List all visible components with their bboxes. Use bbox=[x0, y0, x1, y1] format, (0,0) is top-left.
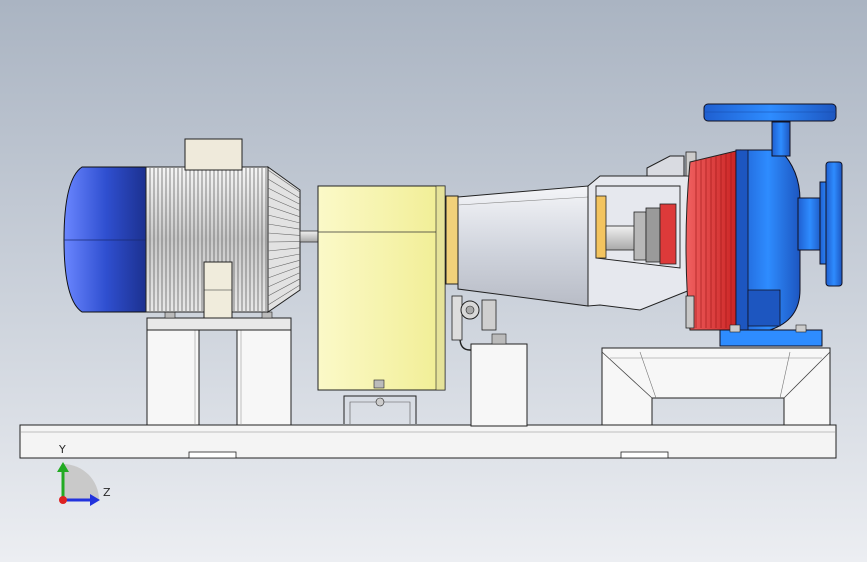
seal-chamber[interactable] bbox=[685, 149, 741, 331]
motor-fan-cover bbox=[267, 169, 301, 306]
pump-pedestal bbox=[601, 347, 831, 426]
bearing-bracket[interactable] bbox=[445, 151, 697, 311]
motor-fins bbox=[149, 168, 267, 311]
triad-y-label: Y bbox=[59, 443, 66, 456]
suction-flange bbox=[797, 161, 843, 287]
pump-volute[interactable] bbox=[703, 103, 843, 347]
terminal-box bbox=[184, 138, 243, 171]
triad-z-label: Z bbox=[103, 486, 111, 499]
bracket-support bbox=[451, 295, 528, 427]
discharge-neck bbox=[771, 121, 791, 157]
electric-motor[interactable] bbox=[63, 138, 301, 319]
discharge-flange bbox=[703, 103, 837, 122]
x-axis-dot bbox=[59, 496, 67, 504]
orientation-triad bbox=[57, 462, 100, 506]
coupling-flange bbox=[445, 195, 459, 285]
coupling-guard[interactable] bbox=[317, 185, 446, 424]
base-frame bbox=[19, 424, 837, 459]
motor-shaft bbox=[299, 230, 321, 243]
motor-pedestal bbox=[146, 311, 292, 426]
volute-foot bbox=[747, 289, 781, 327]
